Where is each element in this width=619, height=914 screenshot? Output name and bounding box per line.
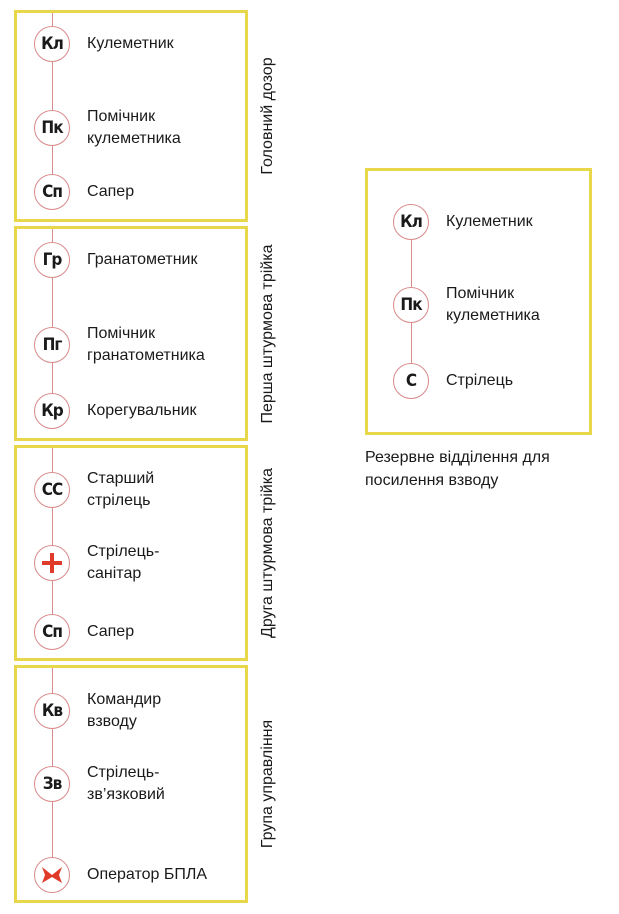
connector-line xyxy=(52,13,53,26)
reserve-role-0: Кулеметник xyxy=(446,213,533,230)
connector-line xyxy=(411,323,412,363)
connector-line xyxy=(411,240,412,287)
connector-line xyxy=(52,448,53,472)
connector-line xyxy=(52,229,53,242)
node-abbr: Кл xyxy=(41,34,64,54)
connector-line xyxy=(52,508,53,545)
group-2-node-0: СС xyxy=(34,472,70,508)
node-abbr: Кл xyxy=(400,212,423,232)
group-3-role-2: Оператор БПЛА xyxy=(87,866,208,883)
connector-line xyxy=(52,802,53,857)
group-title: Перша штурмова трійка xyxy=(259,243,276,424)
connector-line xyxy=(52,668,53,693)
group-0-node-0: Кл xyxy=(34,26,70,62)
reserve-role-1: Помічник кулеметника xyxy=(446,285,540,324)
drone-operator-icon xyxy=(42,867,62,883)
node-abbr: Кв xyxy=(41,701,63,721)
node-abbr: Пк xyxy=(400,295,422,315)
group-0-role-0: Кулеметник xyxy=(87,35,174,52)
group-1-node-1: Пг xyxy=(34,327,70,363)
group-title: Головний дозор xyxy=(259,57,276,175)
group-3-node-0: Кв xyxy=(34,693,70,729)
group-3-node-2 xyxy=(34,857,70,893)
node-abbr: Гр xyxy=(42,250,63,270)
connector-line xyxy=(52,278,53,327)
node-abbr: Сп xyxy=(42,622,63,642)
group-1-node-2: Кр xyxy=(34,393,70,429)
node-abbr: Пк xyxy=(41,118,63,138)
node-abbr: Пг xyxy=(42,335,63,355)
group-0-role-1: Помічник кулеметника xyxy=(87,108,181,147)
group-3-role-1: Стрілець- зв’язковий xyxy=(87,764,165,803)
connector-line xyxy=(52,363,53,393)
group-3-node-1: Зв xyxy=(34,766,70,802)
group-title: Друга штурмова трійка xyxy=(259,468,276,638)
node-abbr: Зв xyxy=(42,774,63,794)
group-2-role-1: Стрілець- санітар xyxy=(87,543,160,582)
group-0-node-2: Сп xyxy=(34,174,70,210)
connector-line xyxy=(52,729,53,766)
group-3-role-0: Командир взводу xyxy=(87,691,162,730)
node-abbr: Сп xyxy=(42,182,63,202)
node-abbr: С xyxy=(405,371,417,391)
group-0-role-2: Сапер xyxy=(87,183,135,200)
node-abbr: Кр xyxy=(41,401,63,421)
group-2-node-2: Сп xyxy=(34,614,70,650)
group-1-node-0: Гр xyxy=(34,242,70,278)
group-2-node-1 xyxy=(34,545,70,581)
group-2-role-2: Сапер xyxy=(87,623,135,640)
group-1-role-1: Помічник гранатометника xyxy=(87,325,205,364)
reserve-node-0: Кл xyxy=(393,204,429,240)
group-1-role-0: Гранатометник xyxy=(87,251,198,268)
group-0-node-1: Пк xyxy=(34,110,70,146)
reserve-node-2: С xyxy=(393,363,429,399)
group-title: Група управління xyxy=(259,719,276,849)
connector-line xyxy=(52,62,53,110)
connector-line xyxy=(52,146,53,174)
reserve-caption: Резервне відділення для посилення взводу xyxy=(365,449,550,489)
connector-line xyxy=(52,581,53,614)
group-1-role-2: Корегувальник xyxy=(87,402,197,419)
reserve-role-2: Стрілець xyxy=(446,372,514,389)
node-abbr: СС xyxy=(41,480,63,500)
group-2-role-0: Старший стрілець xyxy=(87,470,155,509)
medic-cross-icon xyxy=(42,553,62,573)
reserve-node-1: Пк xyxy=(393,287,429,323)
